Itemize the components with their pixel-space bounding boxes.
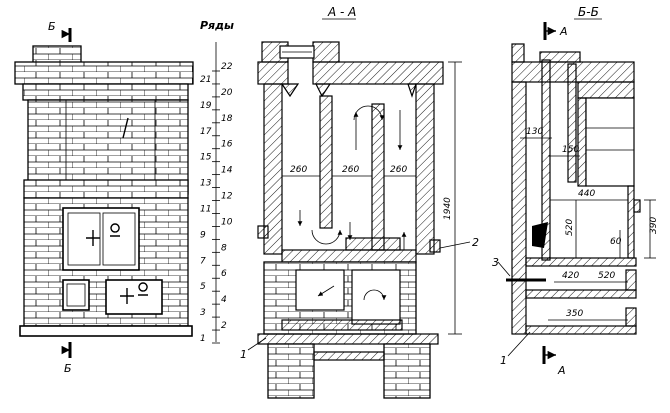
bb-back-wall (511, 81, 527, 335)
section-aa: А - А 260 260 260 (240, 5, 479, 399)
front-view: Б Б (14, 20, 194, 375)
row-number: 1 (200, 334, 206, 344)
section-bb-title: Б-Б (578, 5, 599, 19)
row-number: 16 (221, 140, 233, 150)
row-number: 9 (200, 230, 206, 240)
row-number: 21 (200, 75, 211, 85)
row-number: 3 (200, 308, 206, 318)
front-cornice (22, 83, 189, 101)
aa-dim-3: 260 (390, 165, 407, 175)
front-upper-body (27, 99, 189, 195)
bb-dim-130: 130 (526, 127, 543, 137)
front-chimney (32, 45, 82, 65)
row-number: 6 (221, 269, 227, 279)
row-number: 12 (221, 192, 233, 202)
aa-callout-1: 1 (240, 348, 247, 361)
front-section-mark-top: Б (48, 20, 56, 33)
row-number: 2 (221, 321, 227, 331)
row-number: 7 (200, 256, 206, 266)
row-number: 22 (221, 62, 233, 72)
row-number: 10 (221, 217, 233, 227)
row-number: 17 (200, 127, 212, 137)
bb-section-mark-bottom: А (557, 364, 566, 377)
bb-dim-520h: 520 (598, 271, 615, 281)
row-number: 8 (221, 243, 227, 253)
rows-title: Ряды (200, 19, 234, 32)
aa-callout-2: 2 (472, 236, 479, 249)
bb-dim-520v: 520 (565, 219, 575, 236)
bb-dim-440: 440 (578, 189, 595, 199)
row-number: 4 (221, 295, 227, 305)
row-number: 18 (221, 114, 233, 124)
row-number: 20 (221, 88, 233, 98)
bb-dim-420: 420 (562, 271, 579, 281)
row-number: 19 (200, 101, 212, 111)
row-number: 15 (200, 153, 212, 163)
front-firebox-door (105, 279, 163, 315)
front-band (23, 179, 189, 199)
bb-dim-150: 150 (562, 145, 579, 155)
aa-height: 1940 (443, 197, 453, 220)
section-aa-title: А - А (327, 5, 356, 19)
row-number: 11 (200, 204, 211, 214)
bb-callout-1: 1 (500, 354, 507, 367)
section-bb: Б-Б А 130 150 440 520 60 390 (492, 5, 659, 377)
row-number: 13 (200, 179, 212, 189)
row-number: 14 (221, 166, 233, 176)
row-number: 5 (200, 282, 206, 292)
aa-right-wall (415, 83, 435, 255)
aa-left-wall (263, 83, 283, 255)
bb-dim-390: 390 (649, 217, 659, 234)
front-oven-door (62, 207, 140, 271)
front-cap (14, 61, 194, 85)
bb-section-mark-top: А (559, 25, 568, 38)
bb-dim-350: 350 (566, 309, 583, 319)
aa-dim-1: 260 (290, 165, 307, 175)
aa-dim-2: 260 (342, 165, 359, 175)
bb-dim-60: 60 (610, 237, 622, 247)
front-section-mark-bottom: Б (64, 362, 72, 375)
bb-callout-3: 3 (492, 256, 499, 269)
